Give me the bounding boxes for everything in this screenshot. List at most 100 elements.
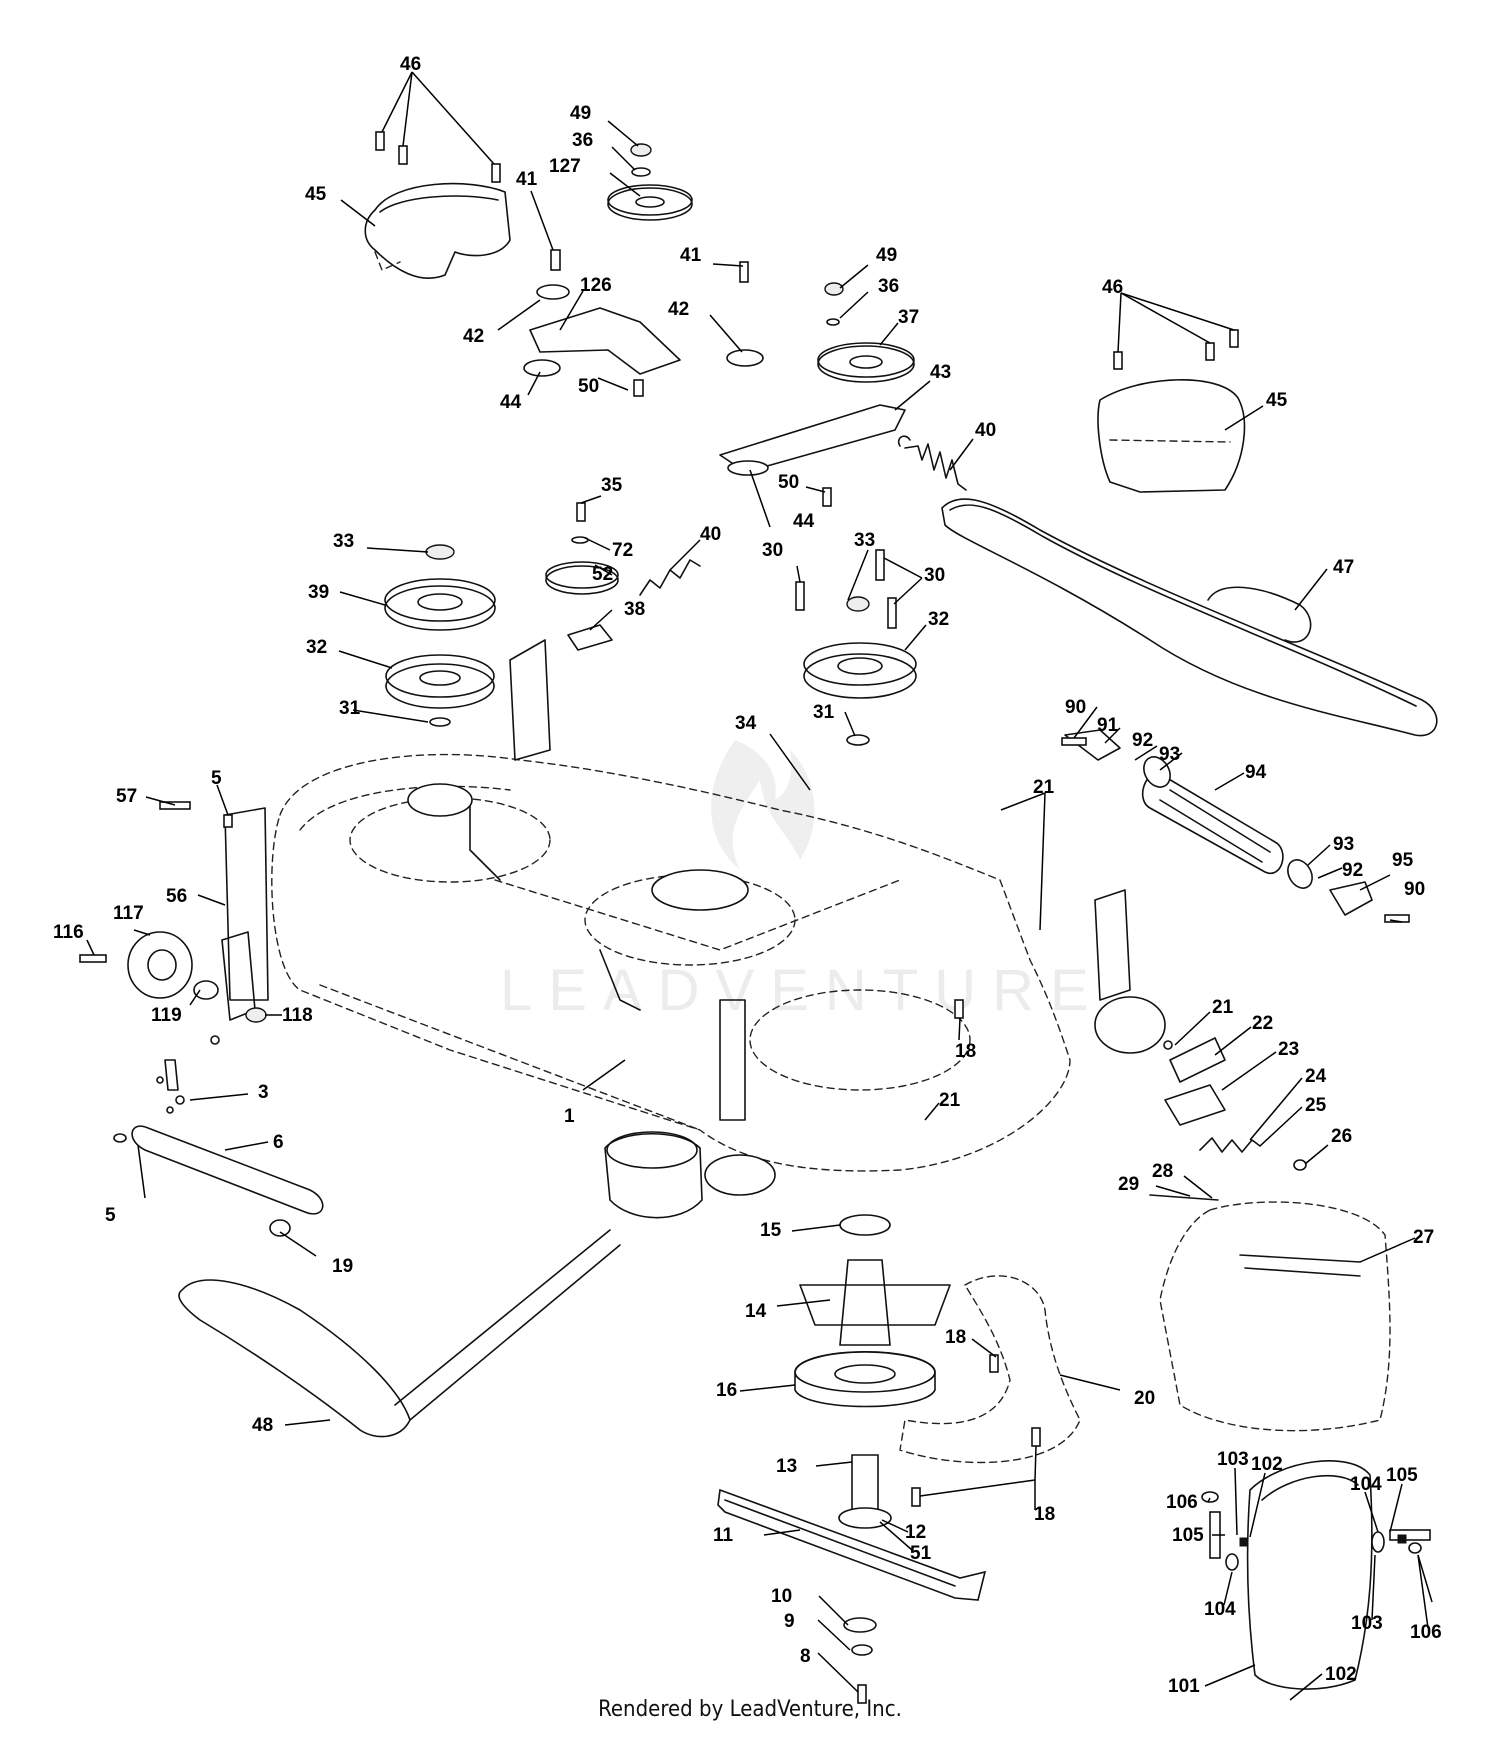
callout-39: 39 bbox=[308, 582, 329, 603]
callout-91: 91 bbox=[1097, 715, 1119, 736]
callout-33: 33 bbox=[333, 531, 354, 552]
callout-34: 34 bbox=[735, 713, 757, 734]
callout-22: 22 bbox=[1252, 1013, 1273, 1034]
callout-117: 117 bbox=[113, 903, 144, 924]
callout-46: 46 bbox=[400, 54, 421, 75]
callout-10: 10 bbox=[771, 1586, 792, 1607]
callout-49b: 49 bbox=[876, 245, 897, 266]
footer-credit: Rendered by LeadVenture, Inc. bbox=[598, 1697, 902, 1722]
callout-46b: 46 bbox=[1102, 277, 1123, 298]
callout-95: 95 bbox=[1392, 850, 1414, 871]
callout-5b: 5 bbox=[105, 1205, 116, 1226]
callout-94: 94 bbox=[1245, 762, 1267, 783]
callout-29: 29 bbox=[1118, 1174, 1139, 1195]
callout-93b: 93 bbox=[1333, 834, 1354, 855]
callout-6: 6 bbox=[273, 1132, 284, 1153]
callout-52: 52 bbox=[592, 564, 613, 585]
idler-pulley-52 bbox=[545, 502, 701, 651]
deck-belt-47 bbox=[941, 498, 1438, 737]
callout-104b: 104 bbox=[1204, 1599, 1236, 1620]
callout-28: 28 bbox=[1152, 1161, 1173, 1182]
callout-40: 40 bbox=[975, 420, 996, 441]
callout-32b: 32 bbox=[306, 637, 327, 658]
callout-118: 118 bbox=[282, 1005, 313, 1026]
callout-103: 103 bbox=[1217, 1449, 1249, 1470]
callout-18: 18 bbox=[955, 1041, 976, 1062]
callout-18c: 18 bbox=[1034, 1504, 1055, 1525]
callout-13: 13 bbox=[776, 1456, 797, 1477]
callout-50: 50 bbox=[578, 376, 599, 397]
callout-30b: 30 bbox=[924, 565, 945, 586]
callout-numbers: 46 49 36 127 41 45 126 42 50 44 41 49 36… bbox=[53, 54, 1442, 1697]
callout-90b: 90 bbox=[1404, 879, 1425, 900]
mower-blade-11 bbox=[717, 1488, 987, 1704]
callout-21: 21 bbox=[1033, 777, 1055, 798]
callout-92b: 92 bbox=[1342, 860, 1363, 881]
callout-12: 12 bbox=[905, 1522, 926, 1543]
chute-bracket-22-23 bbox=[1163, 1037, 1261, 1153]
callout-31b: 31 bbox=[813, 702, 835, 723]
flame-logo-watermark bbox=[711, 740, 815, 870]
callout-30: 30 bbox=[762, 540, 783, 561]
callout-50b: 50 bbox=[778, 472, 799, 493]
callout-104: 104 bbox=[1350, 1474, 1382, 1495]
callout-102b: 102 bbox=[1325, 1664, 1357, 1685]
pulley-32-right bbox=[727, 460, 917, 746]
idler-bracket-126 bbox=[523, 249, 681, 397]
callout-21b: 21 bbox=[1212, 997, 1234, 1018]
callout-21c: 21 bbox=[939, 1090, 961, 1111]
spindle-assembly-14 bbox=[794, 1214, 951, 1529]
callout-35: 35 bbox=[601, 475, 623, 496]
callout-1: 1 bbox=[564, 1106, 575, 1127]
callout-72: 72 bbox=[612, 540, 633, 561]
bolts-46-top-left bbox=[375, 131, 501, 183]
callout-31: 31 bbox=[339, 698, 361, 719]
callout-42b: 42 bbox=[668, 299, 689, 320]
callout-102: 102 bbox=[1251, 1454, 1283, 1475]
callout-56: 56 bbox=[166, 886, 187, 907]
belt-cover-right bbox=[1097, 329, 1246, 493]
callout-48: 48 bbox=[252, 1415, 273, 1436]
callout-106b: 106 bbox=[1410, 1622, 1442, 1643]
callout-49: 49 bbox=[570, 103, 591, 124]
callout-23: 23 bbox=[1278, 1039, 1299, 1060]
callout-51: 51 bbox=[910, 1543, 932, 1564]
spring-40-upper bbox=[897, 435, 967, 491]
lift-link-6 bbox=[113, 1035, 324, 1237]
callout-103b: 103 bbox=[1351, 1613, 1383, 1634]
watermark-text: LEADVENTURE bbox=[500, 958, 1105, 1023]
callout-38: 38 bbox=[624, 599, 645, 620]
callout-127: 127 bbox=[549, 156, 581, 177]
callout-47: 47 bbox=[1333, 557, 1354, 578]
callout-32: 32 bbox=[928, 609, 949, 630]
callout-11: 11 bbox=[713, 1525, 734, 1546]
callout-43: 43 bbox=[930, 362, 951, 383]
callout-36b: 36 bbox=[878, 276, 899, 297]
idler-arm-43-assembly bbox=[719, 261, 915, 469]
callout-106: 106 bbox=[1166, 1492, 1198, 1513]
idler-pulley-127 bbox=[607, 143, 693, 221]
callout-26: 26 bbox=[1331, 1126, 1352, 1147]
callout-9: 9 bbox=[784, 1611, 795, 1632]
pto-belt-48 bbox=[178, 1131, 703, 1438]
callout-37: 37 bbox=[898, 307, 919, 328]
callout-5: 5 bbox=[211, 768, 222, 789]
callout-57: 57 bbox=[116, 786, 137, 807]
callout-3: 3 bbox=[258, 1082, 269, 1103]
mower-deck-shell-1 bbox=[224, 639, 1166, 1196]
pulley-stack-left bbox=[384, 544, 496, 727]
callout-41: 41 bbox=[516, 169, 538, 190]
leader-lines bbox=[86, 71, 1433, 1701]
callout-19: 19 bbox=[332, 1256, 353, 1277]
discharge-chute-27 bbox=[1149, 1159, 1391, 1432]
callout-24: 24 bbox=[1305, 1066, 1327, 1087]
callout-27: 27 bbox=[1413, 1227, 1434, 1248]
callout-93: 93 bbox=[1159, 744, 1180, 765]
callout-90: 90 bbox=[1065, 697, 1086, 718]
gauge-wheel-117 bbox=[79, 801, 267, 1023]
callout-16: 16 bbox=[716, 1380, 737, 1401]
callout-36: 36 bbox=[572, 130, 593, 151]
callout-45: 45 bbox=[305, 184, 327, 205]
callout-8: 8 bbox=[800, 1646, 811, 1667]
